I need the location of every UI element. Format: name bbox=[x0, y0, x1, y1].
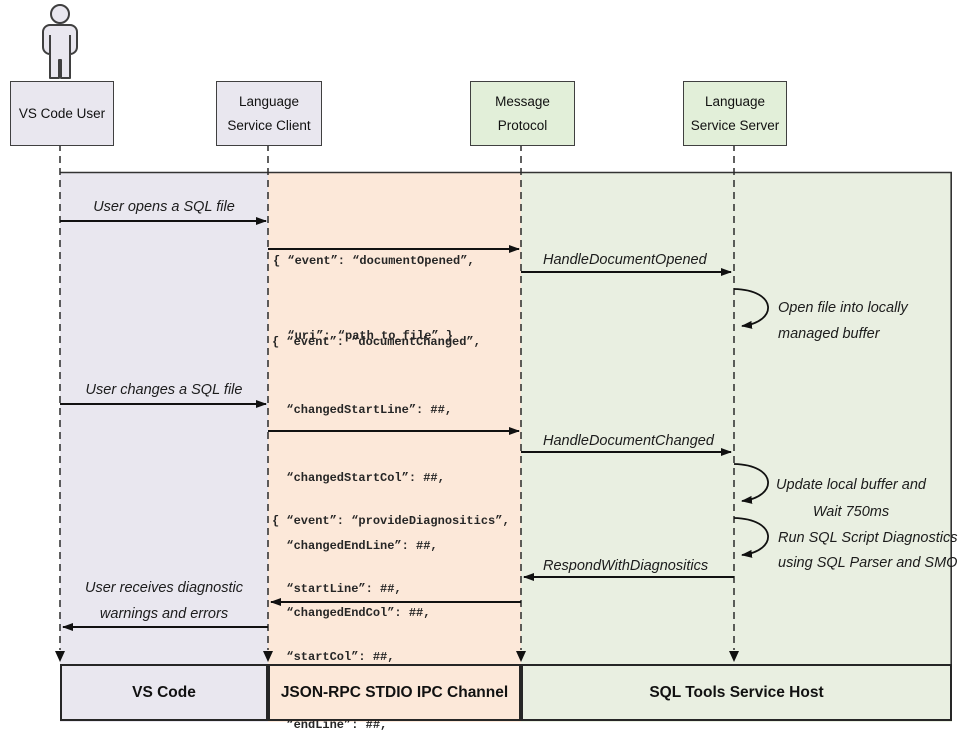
note-line2: managed buffer bbox=[778, 326, 880, 342]
payload-provide-diagnostics: { “event”: “provideDiagnositics”, “start… bbox=[272, 465, 510, 732]
footer-box-sql-tools-service-host: SQL Tools Service Host bbox=[521, 664, 952, 721]
lifeline-end-arrow-user bbox=[55, 651, 65, 662]
message-label-user-opens-file: User opens a SQL file bbox=[93, 199, 235, 215]
note-run-sql-diagnostics: Run SQL Script Diagnostics using SQL Par… bbox=[778, 526, 957, 576]
payload-line: “startCol”: ##, bbox=[272, 649, 395, 664]
lane-vscode bbox=[60, 173, 268, 722]
participant-label-line1: Language bbox=[704, 94, 766, 109]
payload-line: “changedEndLine”: ##, bbox=[272, 538, 438, 553]
payload-line: “startLine”: ##, bbox=[272, 581, 402, 596]
footer-label: VS Code bbox=[132, 683, 196, 701]
payload-line: “changedEndCol”: ##, bbox=[272, 606, 431, 621]
footer-box-vscode: VS Code bbox=[60, 664, 268, 721]
participant-box-language-service-client: Language Service Client bbox=[216, 81, 322, 146]
payload-document-opened: { “event”: “documentOpened”, “uri”: “pat… bbox=[273, 199, 475, 399]
participant-label: VS Code User bbox=[18, 106, 106, 121]
message-label-handle-document-changed: HandleDocumentChanged bbox=[543, 433, 714, 449]
message-label-respond-with-diagnostics: RespondWithDiagnositics bbox=[543, 558, 709, 574]
payload-line: “endLine”: ##, bbox=[272, 717, 388, 732]
payload-line: { “event”: “provideDiagnositics”, bbox=[272, 514, 510, 529]
user-actor-icon bbox=[42, 4, 78, 79]
self-loop-update-buffer bbox=[733, 463, 769, 504]
self-loop-run-diagnostics bbox=[733, 517, 769, 558]
self-loop-open-buffer bbox=[733, 288, 769, 329]
note-update-buffer-wait: Update local buffer and Wait 750ms bbox=[762, 472, 940, 526]
note-open-file-buffer: Open file into locally managed buffer bbox=[778, 295, 908, 347]
note-line1: Update local buffer and bbox=[776, 477, 926, 493]
payload-line: { “event”: “documentChanged”, bbox=[272, 335, 481, 350]
payload-line: { “event”: “documentOpened”, bbox=[273, 254, 475, 268]
footer-label: SQL Tools Service Host bbox=[649, 683, 824, 701]
note-line1: Run SQL Script Diagnostics bbox=[778, 530, 958, 546]
footer-box-ipc-channel: JSON-RPC STDIO IPC Channel bbox=[268, 664, 521, 721]
lifeline-end-arrow-protocol bbox=[516, 651, 526, 662]
participant-label-line2: Service Server bbox=[690, 118, 780, 133]
lane-sql-tools-host bbox=[521, 173, 952, 722]
lane-ipc-channel bbox=[268, 173, 521, 722]
participant-box-message-protocol: Message Protocol bbox=[470, 81, 575, 146]
label-line2: warnings and errors bbox=[99, 606, 229, 622]
participant-label-line2: Protocol bbox=[497, 118, 548, 133]
message-label-handle-document-opened: HandleDocumentOpened bbox=[543, 252, 707, 268]
lifeline-end-arrow-client bbox=[263, 651, 273, 662]
participant-box-vscode-user: VS Code User bbox=[10, 81, 114, 146]
footer-label: JSON-RPC STDIO IPC Channel bbox=[280, 683, 509, 701]
participant-box-language-service-server: Language Service Server bbox=[683, 81, 787, 146]
note-line1: Open file into locally bbox=[778, 300, 908, 316]
note-line2: Wait 750ms bbox=[812, 504, 890, 520]
lifeline-end-arrow-server bbox=[729, 651, 739, 662]
participant-label-line1: Language bbox=[238, 94, 300, 109]
payload-line: “changedStartCol”: ##, bbox=[272, 470, 445, 485]
label-line1: User receives diagnostic bbox=[85, 580, 243, 596]
participant-label-line2: Service Client bbox=[227, 118, 311, 133]
note-line2: using SQL Parser and SMO bbox=[778, 555, 958, 571]
payload-line: “uri”: “path_to_file” } bbox=[273, 329, 454, 343]
payload-line: “changedStartLine”: ##, bbox=[272, 402, 453, 417]
message-label-user-receives-diagnostics: User receives diagnostic warnings and er… bbox=[58, 575, 270, 627]
participant-label-line1: Message bbox=[495, 94, 550, 109]
message-label-user-changes-file: User changes a SQL file bbox=[85, 382, 243, 398]
